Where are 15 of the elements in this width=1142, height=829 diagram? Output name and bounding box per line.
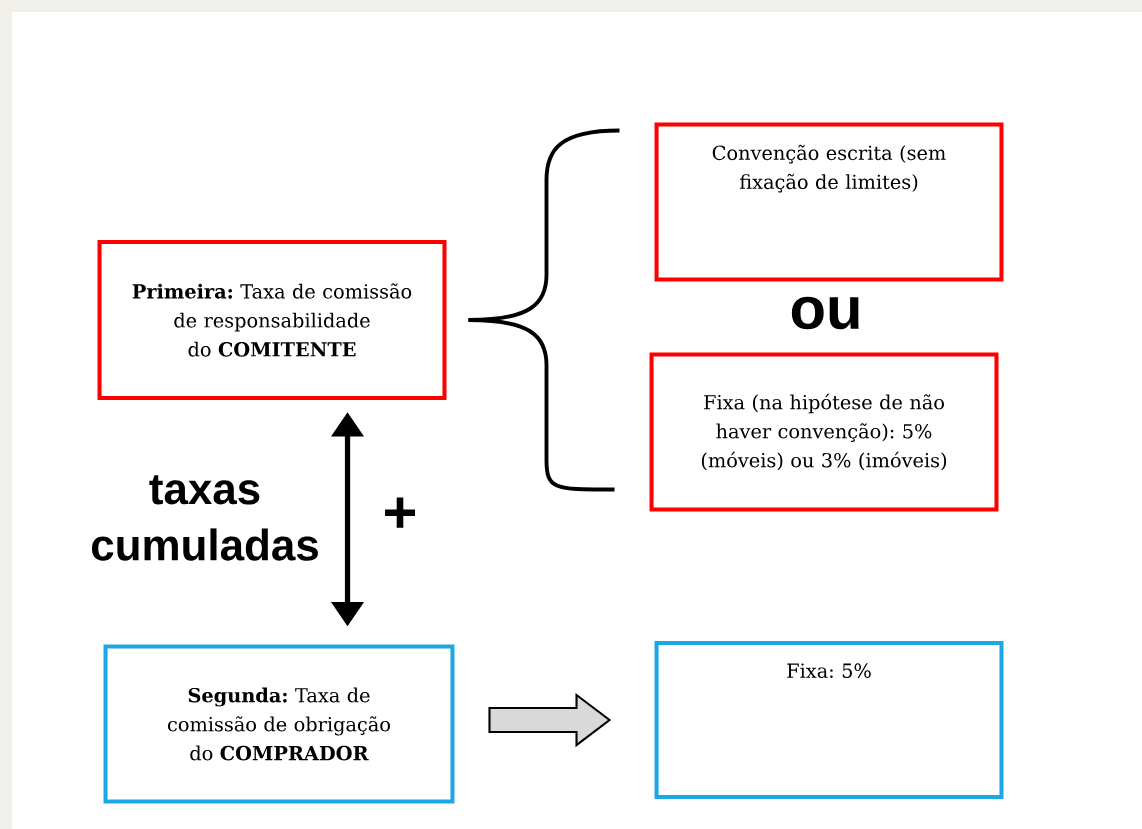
text-box bbox=[103, 644, 455, 804]
plus-sign: + bbox=[385, 497, 415, 528]
ou-text: ou bbox=[791, 296, 859, 330]
box-text: Fixa: 5% bbox=[787, 663, 871, 678]
brace bbox=[468, 318, 615, 492]
label-text: taxas cumuladas bbox=[92, 475, 318, 561]
box-text: Fixa (na hipótese de não haver convenção): 5% (móveis) ou 3% (imóveis) bbox=[701, 393, 947, 471]
block-arrow bbox=[488, 692, 612, 748]
text-box bbox=[649, 352, 999, 512]
box-text: Convenção escrita (sem fixação de limites) bbox=[712, 144, 946, 193]
text-box bbox=[654, 641, 1004, 799]
box-text: Primeira: Taxa de comissão de responsabilidade do COMITENTE bbox=[132, 283, 412, 357]
text-box bbox=[97, 240, 447, 400]
text-box bbox=[654, 122, 1004, 282]
box-text: Segunda: Taxa de comissão de obrigação do COMPRADOR bbox=[168, 687, 390, 761]
